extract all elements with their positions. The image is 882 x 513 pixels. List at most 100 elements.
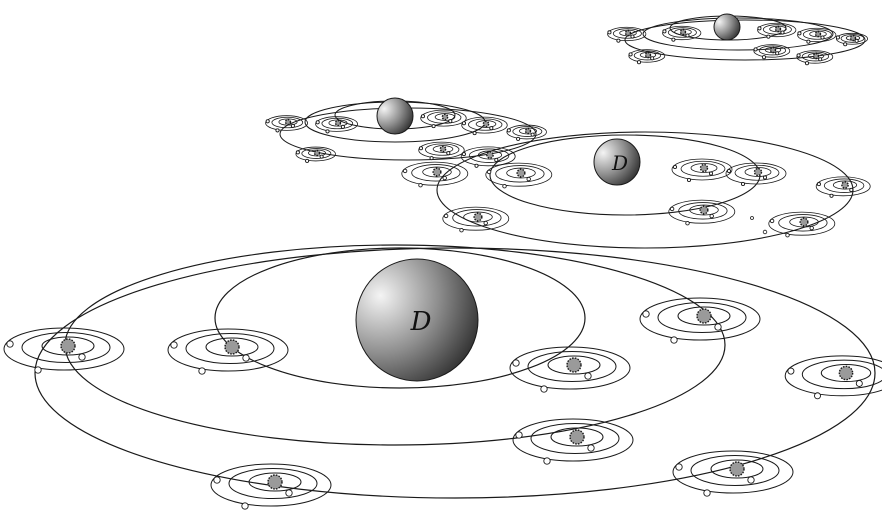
moon-dot	[643, 311, 649, 317]
mini-system	[419, 142, 465, 160]
moon-dot	[320, 155, 323, 158]
mini-system	[4, 328, 124, 373]
moon-dot	[443, 176, 447, 180]
mini-system	[461, 147, 515, 167]
moon-dot	[341, 125, 344, 128]
mini-system	[663, 26, 701, 41]
moon-dot	[776, 52, 779, 55]
moon-dot	[444, 214, 448, 218]
moon-dot	[836, 36, 839, 39]
moon-dot	[306, 159, 309, 162]
central-planet-top	[714, 14, 740, 40]
mini-star	[286, 120, 291, 125]
moon-dot	[762, 56, 765, 59]
moon-dot	[199, 368, 205, 374]
moon-dot	[631, 35, 634, 38]
mini-star	[526, 129, 531, 134]
moon-dot	[754, 48, 757, 51]
moon-dot	[758, 27, 761, 30]
moon-dot	[243, 355, 249, 361]
moon-dot	[7, 341, 13, 347]
moon-dot	[629, 53, 632, 56]
mini-system	[797, 51, 833, 65]
mini-system	[211, 464, 331, 509]
mini-system	[510, 347, 630, 392]
mini-star	[517, 169, 525, 177]
moon-dot	[686, 34, 689, 37]
system-upper	[280, 98, 536, 160]
mini-star	[268, 475, 282, 489]
mini-star	[567, 358, 581, 372]
mini-system	[608, 27, 646, 42]
moon-dot	[291, 124, 294, 127]
mini-star	[842, 182, 848, 188]
moon-dot	[844, 43, 847, 46]
moon-dot	[617, 39, 620, 42]
moon-dot	[856, 380, 862, 386]
mini-star	[800, 218, 808, 226]
moon-dot	[507, 129, 510, 132]
debris-dot	[751, 217, 754, 220]
moon-dot	[527, 177, 531, 181]
moon-dot	[709, 172, 712, 175]
moon-dot	[770, 219, 774, 223]
moon-dot	[676, 464, 682, 470]
mini-star	[701, 165, 708, 172]
mini-system	[421, 110, 467, 128]
mini-system	[640, 298, 760, 343]
mini-system	[769, 212, 835, 237]
moon-dot	[419, 183, 423, 187]
moon-dot	[663, 30, 666, 33]
moon-dot	[687, 178, 690, 181]
mini-star	[474, 213, 482, 221]
moon-dot	[608, 31, 611, 34]
moon-dot	[781, 31, 784, 34]
mini-star	[570, 430, 584, 444]
planet-label-middle: D	[611, 151, 628, 175]
mini-star	[771, 48, 776, 53]
mini-star	[315, 151, 320, 156]
mini-system	[816, 177, 870, 197]
moon-dot	[670, 207, 674, 211]
moon-dot	[430, 157, 433, 160]
moon-dot	[495, 158, 498, 161]
moon-dot	[214, 477, 220, 483]
moon-dot	[651, 57, 654, 60]
moon-dot	[419, 147, 422, 150]
mini-star	[851, 36, 856, 41]
moon-dot	[503, 184, 507, 188]
mini-system	[513, 419, 633, 464]
moon-dot	[817, 183, 820, 186]
moon-dot	[242, 503, 248, 509]
moon-dot	[266, 120, 269, 123]
moon-dot	[767, 35, 770, 38]
mini-star	[700, 206, 708, 214]
moon-dot	[490, 127, 493, 130]
mini-star	[626, 31, 631, 36]
mini-star	[755, 169, 762, 176]
moon-dot	[637, 61, 640, 64]
moon-dot	[513, 360, 519, 366]
mini-system	[486, 163, 552, 188]
moon-dot	[588, 445, 594, 451]
moon-dot	[686, 221, 690, 225]
moon-dot	[35, 367, 41, 373]
mini-system	[443, 207, 509, 232]
moon-dot	[432, 125, 435, 128]
mini-star	[776, 27, 781, 32]
mini-star	[442, 114, 447, 119]
moon-dot	[171, 342, 177, 348]
moon-dot	[484, 221, 488, 225]
mini-system	[785, 356, 882, 399]
moon-dot	[286, 490, 292, 496]
moon-dot	[487, 170, 491, 174]
moon-dot	[710, 214, 714, 218]
system-large: D	[35, 245, 875, 498]
moon-dot	[763, 176, 766, 179]
moon-dot	[276, 129, 279, 132]
moon-dot	[421, 115, 424, 118]
moon-dot	[473, 132, 476, 135]
moon-dot	[727, 169, 730, 172]
moon-dot	[517, 137, 520, 140]
